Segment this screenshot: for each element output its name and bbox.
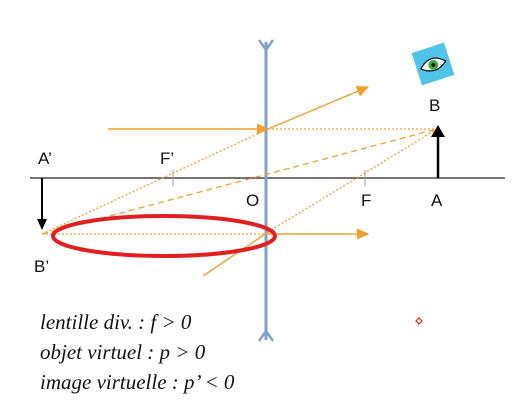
label-f-prime: F’ — [160, 149, 174, 168]
small-red-marker — [415, 317, 423, 325]
incident-ray-bottom — [202, 231, 269, 277]
image-ray-through-center — [41, 128, 438, 235]
label-a-prime: A’ — [38, 149, 52, 168]
label-b: B — [429, 96, 440, 115]
caption-virtual-image: image virtuelle : p’ < 0 — [40, 370, 235, 394]
virtual-ray-bottom-to-b — [267, 128, 438, 233]
label-o: O — [246, 191, 259, 210]
emergent-ray-top — [267, 86, 370, 130]
eye-icon — [411, 42, 455, 86]
caption-virtual-object: objet virtuel : p > 0 — [40, 340, 206, 364]
image-arrow-a-prime-b-prime — [37, 178, 47, 230]
image-ray-through-f-prime — [41, 128, 269, 235]
label-a: A — [431, 191, 443, 210]
object-arrow-ab — [431, 125, 445, 178]
caption-lens-type: lentille div. : f > 0 — [40, 310, 192, 334]
diverging-lens — [257, 39, 275, 342]
label-b-prime: B’ — [34, 257, 49, 276]
label-f: F — [361, 191, 371, 210]
highlight-ellipse — [51, 214, 277, 258]
